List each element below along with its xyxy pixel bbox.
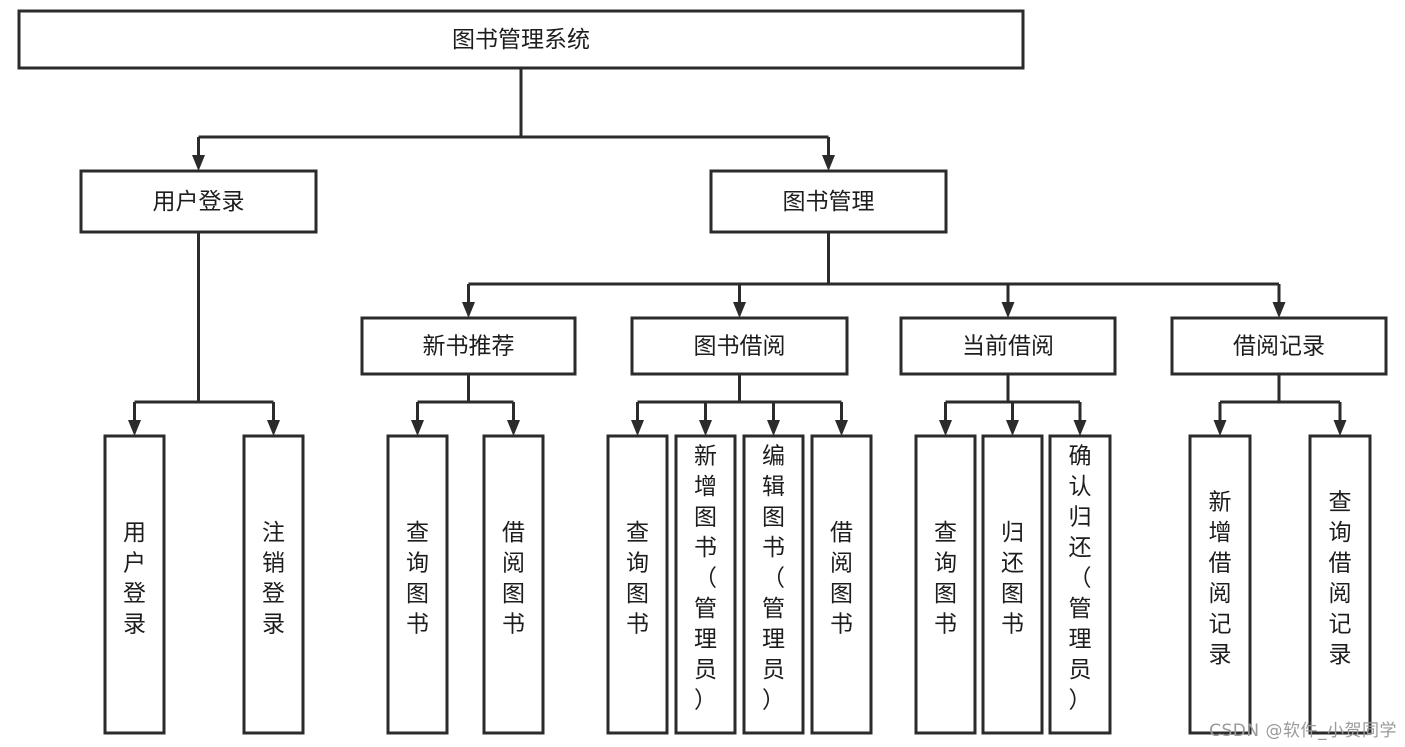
arrow-head-icon xyxy=(1272,302,1286,318)
node-leaf-query-book-rec[interactable]: 查询图书 xyxy=(386,434,449,735)
arrow-head-icon xyxy=(507,420,520,436)
node-box xyxy=(742,434,805,735)
node-leaf-logout[interactable]: 注销登录 xyxy=(242,434,305,735)
node-label: 图书管理 xyxy=(783,189,875,215)
node-label: 新书推荐 xyxy=(423,334,515,360)
node-box xyxy=(914,434,977,735)
arrow-head-icon xyxy=(1006,420,1019,436)
node-box xyxy=(899,316,1117,376)
node-label: 新增图书（管理员） xyxy=(694,444,717,714)
node-label: 归还图书 xyxy=(1001,520,1024,638)
node-box xyxy=(1048,434,1112,735)
arrow-head-icon xyxy=(767,420,780,436)
node-label: 编辑图书（管理员） xyxy=(762,444,785,714)
arrow-head-icon xyxy=(192,155,205,171)
node-label: 确认归还（管理员） xyxy=(1069,444,1092,714)
node-box xyxy=(606,434,669,735)
arrow-head-icon xyxy=(822,155,835,171)
node-label: 用户登录 xyxy=(153,189,245,215)
arrow-head-icon xyxy=(835,420,848,436)
node-box xyxy=(17,9,1025,70)
connector-layer xyxy=(128,68,1347,436)
arrow-head-icon xyxy=(1333,420,1347,436)
node-box xyxy=(386,434,449,735)
node-label: 查询借阅记录 xyxy=(1329,489,1352,668)
node-leaf-user-login[interactable]: 用户登录 xyxy=(103,434,166,735)
node-box xyxy=(709,169,948,234)
node-leaf-add-book[interactable]: 新增图书（管理员） xyxy=(674,434,737,735)
node-box xyxy=(630,316,849,376)
node-layer: 图书管理系统用户登录图书管理新书推荐图书借阅当前借阅借阅记录用户登录注销登录查询… xyxy=(17,9,1388,735)
node-label: 借阅图书 xyxy=(502,520,525,638)
node-book-borrow[interactable]: 图书借阅 xyxy=(630,316,849,376)
node-label: 当前借阅 xyxy=(962,334,1054,360)
node-box xyxy=(79,169,318,234)
node-leaf-query-book[interactable]: 查询图书 xyxy=(606,434,669,735)
arrow-head-icon xyxy=(733,302,746,318)
node-box xyxy=(1188,434,1252,735)
arrow-head-icon xyxy=(631,420,644,436)
node-label: 用户登录 xyxy=(123,520,146,638)
node-label: 查询图书 xyxy=(626,520,649,638)
node-label: 查询图书 xyxy=(406,520,429,638)
node-label: 借阅记录 xyxy=(1233,334,1325,360)
node-user-login[interactable]: 用户登录 xyxy=(79,169,318,234)
arrow-head-icon xyxy=(1213,420,1227,436)
node-borrow-record[interactable]: 借阅记录 xyxy=(1170,316,1388,376)
node-box xyxy=(482,434,545,735)
node-leaf-query-record[interactable]: 查询借阅记录 xyxy=(1308,434,1372,735)
arrow-head-icon xyxy=(1001,302,1015,318)
node-leaf-return-book[interactable]: 归还图书 xyxy=(981,434,1044,735)
node-box xyxy=(981,434,1044,735)
arrow-head-icon xyxy=(1073,420,1087,436)
node-leaf-edit-book[interactable]: 编辑图书（管理员） xyxy=(742,434,805,735)
arrow-head-icon xyxy=(939,420,952,436)
node-root[interactable]: 图书管理系统 xyxy=(17,9,1025,70)
arrow-head-icon xyxy=(128,420,141,436)
node-label: 注销登录 xyxy=(262,520,285,638)
arrow-head-icon xyxy=(462,302,475,318)
node-label: 查询图书 xyxy=(934,520,957,638)
node-book-manage[interactable]: 图书管理 xyxy=(709,169,948,234)
node-box xyxy=(674,434,737,735)
node-label: 借阅图书 xyxy=(830,520,853,638)
node-current-borrow[interactable]: 当前借阅 xyxy=(899,316,1117,376)
node-box xyxy=(103,434,166,735)
node-box xyxy=(360,316,577,376)
node-label: 图书管理系统 xyxy=(452,27,590,53)
node-leaf-borrow-book[interactable]: 借阅图书 xyxy=(810,434,873,735)
node-box xyxy=(1308,434,1372,735)
node-leaf-borrow-book-rec[interactable]: 借阅图书 xyxy=(482,434,545,735)
node-new-book-rec[interactable]: 新书推荐 xyxy=(360,316,577,376)
arrow-head-icon xyxy=(411,420,424,436)
node-leaf-query-book-cur[interactable]: 查询图书 xyxy=(914,434,977,735)
node-box xyxy=(242,434,305,735)
arrow-head-icon xyxy=(699,420,712,436)
node-label: 图书借阅 xyxy=(694,334,786,360)
arrow-head-icon xyxy=(267,420,280,436)
node-leaf-add-record[interactable]: 新增借阅记录 xyxy=(1188,434,1252,735)
node-box xyxy=(810,434,873,735)
node-box xyxy=(1170,316,1388,376)
node-leaf-confirm-return[interactable]: 确认归还（管理员） xyxy=(1048,434,1112,735)
node-label: 新增借阅记录 xyxy=(1209,489,1232,668)
